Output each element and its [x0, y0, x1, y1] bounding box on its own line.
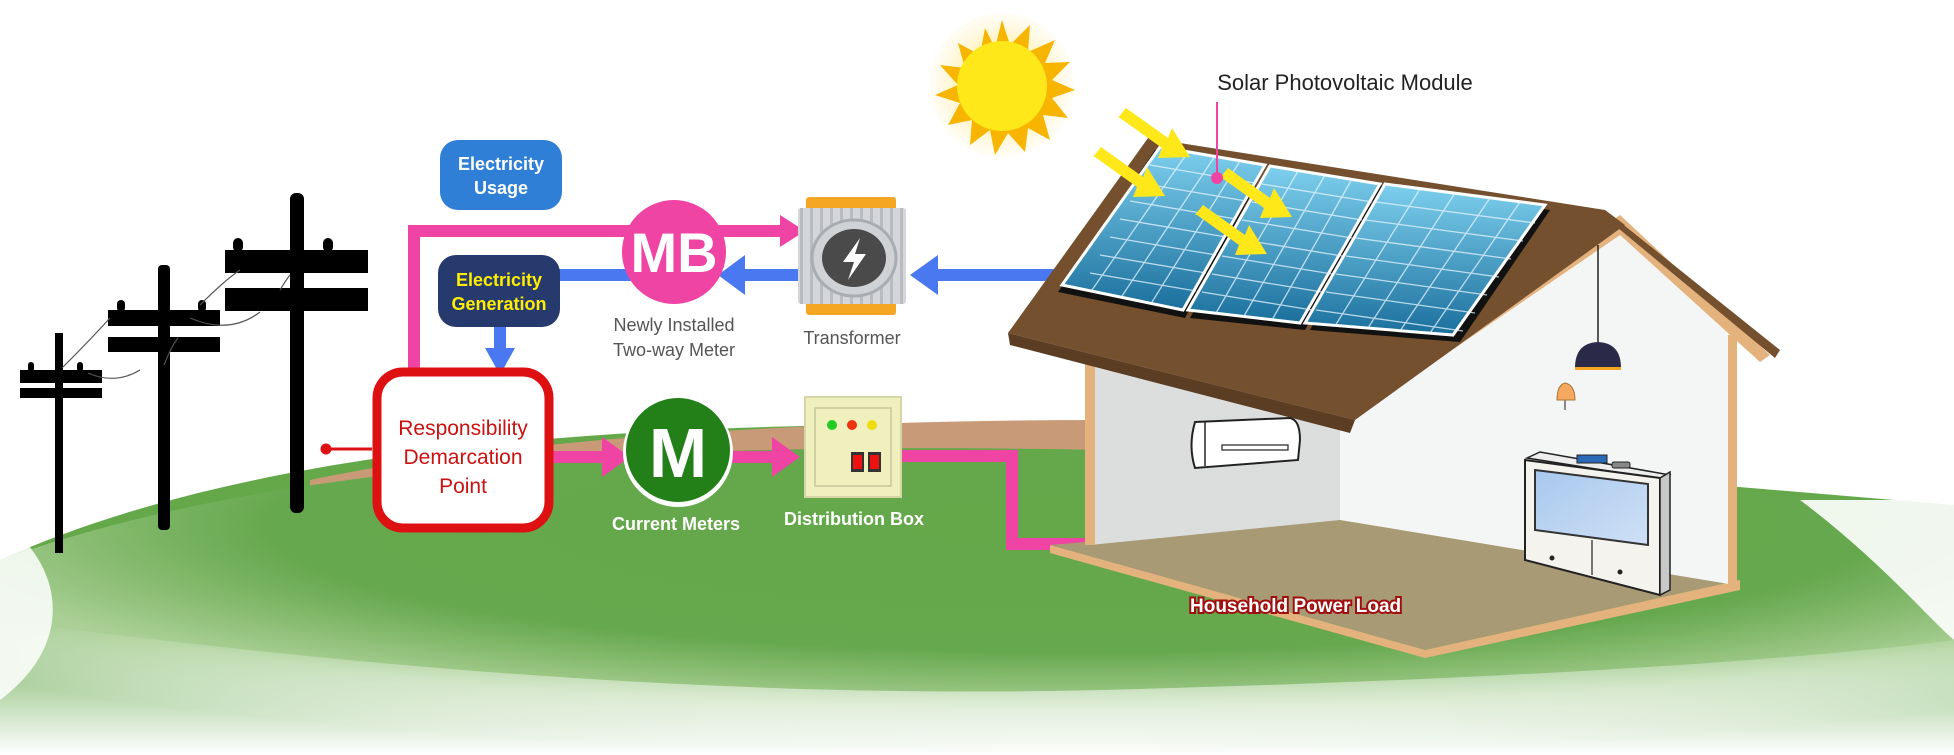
two-way-meter-caption-1: Newly Installed	[613, 315, 734, 335]
power-lines	[61, 269, 291, 379]
demarcation-label-2: Demarcation	[403, 446, 522, 469]
sun-icon	[930, 13, 1075, 157]
solar-module-label: Solar Photovoltaic Module	[1217, 70, 1473, 95]
pendant-lamp-icon	[1575, 245, 1621, 370]
two-way-meter: MB Newly Installed Two-way Meter	[613, 200, 735, 360]
electricity-usage-label-1: Electricity	[458, 154, 544, 174]
grid-connection-line	[320, 443, 372, 455]
household-power-load-label: Household Power Load	[1190, 596, 1401, 617]
household-power-load-label-group: Household Power Load	[1188, 594, 1403, 619]
current-meter: M Current Meters	[612, 397, 740, 534]
distribution-box-caption: Distribution Box	[784, 509, 924, 529]
sun-ray-arrows	[1093, 108, 1292, 255]
television-icon	[1524, 382, 1672, 597]
transformer-caption: Transformer	[803, 328, 900, 348]
demarcation-label-3: Point	[439, 475, 487, 498]
responsibility-demarcation-point: Responsibility Demarcation Point	[372, 367, 554, 533]
demarcation-label-1: Responsibility	[398, 417, 528, 440]
electricity-generation-label-1: Electricity	[456, 270, 542, 290]
electricity-generation-box: Electricity Generation	[438, 255, 560, 327]
transformer: Transformer	[798, 197, 906, 348]
current-meter-symbol: M	[649, 414, 707, 492]
current-meter-caption: Current Meters	[612, 514, 740, 534]
electricity-usage-label-2: Usage	[474, 178, 528, 198]
power-pole-icon	[20, 193, 368, 553]
electricity-generation-label-2: Generation	[451, 294, 546, 314]
air-conditioner-icon	[1190, 416, 1302, 470]
two-way-meter-symbol: MB	[630, 221, 717, 284]
solar-module-callout: Solar Photovoltaic Module	[1211, 70, 1473, 184]
two-way-meter-caption-2: Two-way Meter	[613, 340, 735, 360]
electricity-usage-box: Electricity Usage	[440, 140, 562, 210]
distribution-box: Distribution Box	[784, 396, 924, 529]
lightning-bolt-icon	[843, 238, 866, 280]
